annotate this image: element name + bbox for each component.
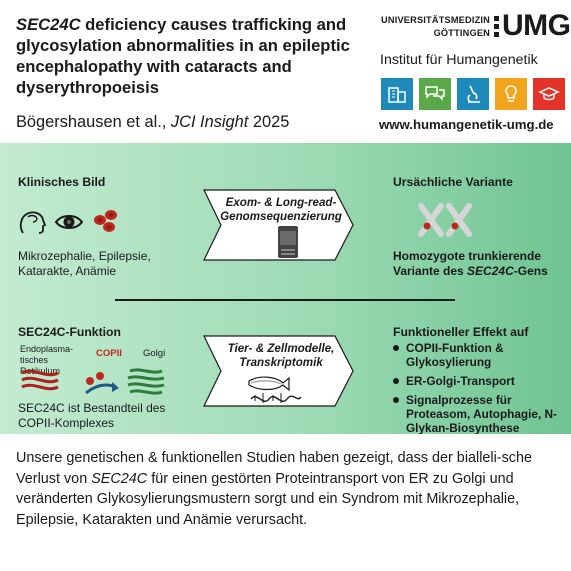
eye-icon [54,215,84,229]
lightbulb-icon [495,78,527,110]
summary-footer: Unsere genetischen & funktionellen Studi… [0,434,571,571]
function-text: SEC24C ist Bestandteil des COPII-Komplex… [18,401,166,430]
variant-text-a: Homozygote trunkierende Variante des [393,249,542,278]
header: SEC24C deficiency causes trafficking and… [0,0,571,143]
umg-line-2: GÖTTINGEN [433,28,490,38]
summary-gene: SEC24C [91,470,148,487]
authors-main: Bögershausen et al., [16,113,171,131]
sequencing-chevron: Exom- & Long-read-Genomsequenzierung [203,189,355,261]
building-icon [381,78,413,110]
head-brain-icon [19,211,47,234]
journal-name: JCI Insight [170,113,249,131]
paper-title: SEC24C deficiency causes trafficking and… [16,14,366,98]
website-link[interactable]: www.humangenetik-umg.de [379,117,554,132]
variant-gene: SEC24C [467,264,514,278]
copii-label: COPII [96,348,122,359]
section-divider [115,299,455,301]
institute-name: Institut für Humangenetik [380,52,538,68]
variant-heading: Ursächliche Variante [393,175,513,189]
summary-a: Unsere genetischen & funktionellen Studi… [16,450,532,487]
author-citation: Bögershausen et al., JCI Insight 2025 [16,113,289,132]
sequencer-icon [278,226,298,258]
er-golgi-diagram [21,368,165,395]
variant-text: Homozygote trunkierende Variante des SEC… [393,249,563,279]
er-label: Endoplasma-tisches Retikulum [20,344,74,376]
zebrafish-rna-icon [248,376,302,403]
umg-dots-icon [494,16,500,40]
effect-list: COPII-Funktion & Glykosylierung ER-Golgi… [392,341,567,440]
title-gene: SEC24C [16,15,81,34]
sequencing-method: Exom- & Long-read-Genomsequenzierung [220,196,342,223]
umg-line-1: UNIVERSITÄTSMEDIZIN [381,15,490,25]
variant-text-b: -Gens [513,264,548,278]
clinical-heading: Klinisches Bild [18,175,106,189]
chromosome-icon [418,203,472,237]
chat-bubbles-icon [419,78,451,110]
effect-item: COPII-Funktion & Glykosylierung [392,341,567,369]
title-rest: deficiency causes trafficking and glycos… [16,15,350,97]
clinical-icons [19,210,117,234]
function-heading: SEC24C-Funktion [18,325,121,339]
red-blood-cells-icon [94,210,117,232]
effect-item: ER-Golgi-Transport [392,374,567,388]
summary-text: Unsere genetischen & funktionellen Studi… [16,448,561,530]
graduation-cap-icon [533,78,565,110]
institution-block: UNIVERSITÄTSMEDIZIN GÖTTINGEN UMG Instit… [378,9,571,137]
umg-wordmark-text: UNIVERSITÄTSMEDIZIN GÖTTINGEN [378,14,490,40]
clinical-text: Mikrozephalie, Epilepsie, Katarakte, Anä… [18,249,151,278]
microscope-icon [457,78,489,110]
golgi-stack-icon [127,368,165,395]
publication-year: 2025 [248,113,290,131]
copii-vesicles-icon [86,372,104,385]
golgi-label: Golgi [143,348,166,359]
effect-item: Signalprozesse für Proteasom, Autophagie… [392,393,567,435]
models-chevron: Tier- & Zellmodelle, Transkriptomik [203,335,355,407]
findings-panel: Klinisches Bild Mikrozephalie, Epilepsie… [0,143,571,435]
er-membranes-icon [21,369,59,391]
models-method: Tier- & Zellmodelle, Transkriptomik [227,342,335,369]
transport-arrow-icon [85,383,117,395]
umg-logo: UMG [502,9,571,42]
summary-b: für einen gestörten Proteintransport von… [16,470,520,528]
effect-heading: Funktioneller Effekt auf [393,325,529,339]
